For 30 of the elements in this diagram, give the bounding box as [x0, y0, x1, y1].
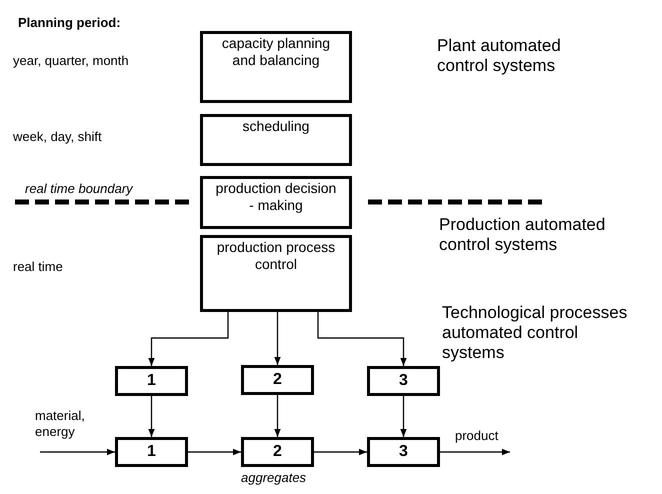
arrow [400, 396, 407, 437]
system-label: Plant automated control systems [437, 36, 562, 76]
boundary-label: real time boundary [25, 181, 133, 197]
process-box: 1 [115, 437, 188, 467]
arrow [274, 395, 281, 437]
arrow [188, 448, 241, 456]
process-box: production decision - making [200, 176, 352, 229]
edge-label: product [455, 428, 498, 444]
process-box: scheduling [200, 114, 352, 166]
process-box: 1 [115, 366, 188, 396]
system-label: Technological processes automated control systems [442, 303, 628, 363]
process-box: production process control [200, 235, 352, 312]
period-label: year, quarter, month [13, 53, 129, 69]
arrow [314, 448, 367, 456]
arrow [148, 312, 229, 366]
arrow [40, 448, 115, 456]
process-box: 2 [241, 365, 314, 395]
period-label: real time [13, 259, 63, 275]
process-box: 3 [367, 366, 440, 396]
arrow [317, 312, 407, 366]
arrow [148, 396, 155, 437]
process-box: capacity planning and balancing [200, 31, 352, 103]
arrow [274, 312, 281, 365]
process-box: 2 [241, 437, 314, 467]
heading: Planning period: [18, 15, 121, 31]
period-label: week, day, shift [13, 129, 102, 145]
process-box: 3 [367, 437, 440, 467]
system-label: Production automated control systems [439, 215, 606, 255]
arrow [440, 448, 510, 456]
group-label: aggregates [241, 470, 306, 486]
